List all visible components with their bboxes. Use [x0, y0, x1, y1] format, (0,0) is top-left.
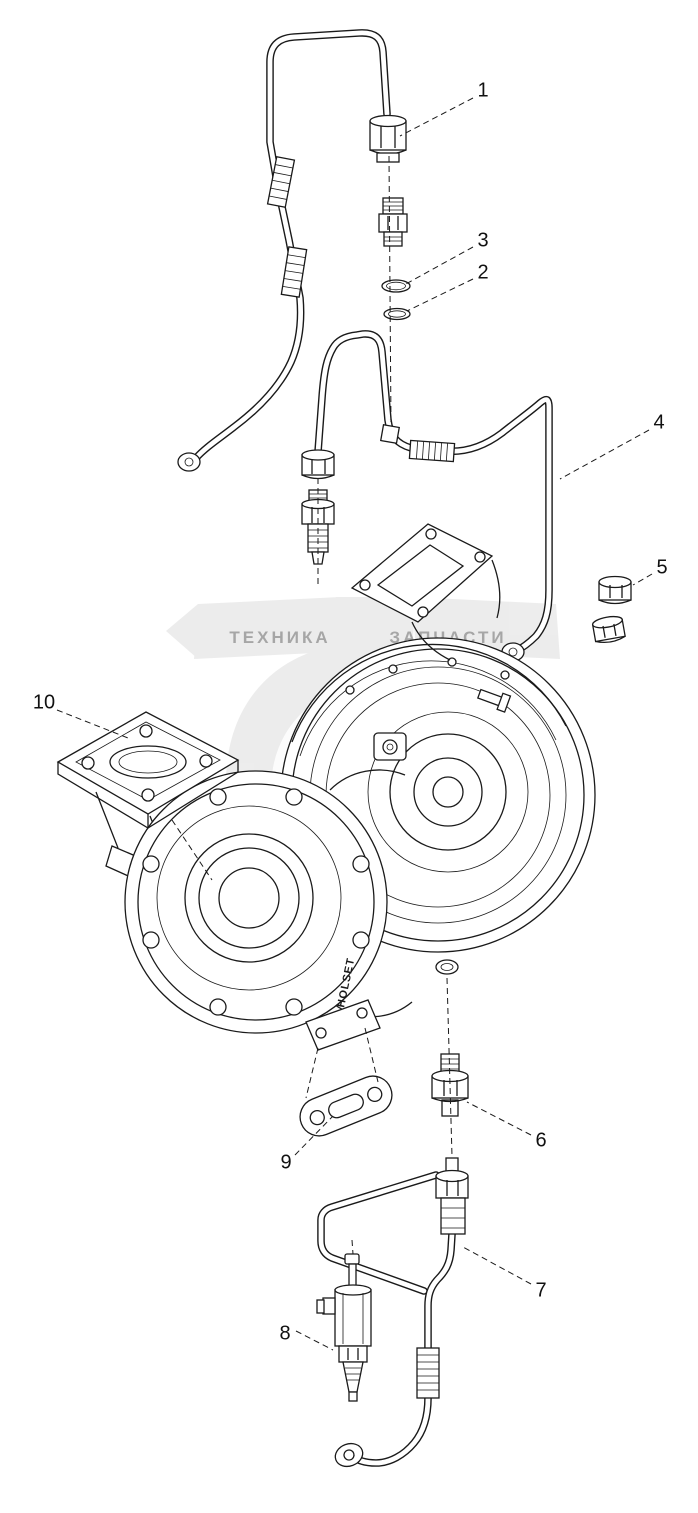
mounting-flange: [56, 711, 240, 829]
assembly-centerlines: [171, 155, 453, 1255]
return-pipe-end-flange: [334, 1442, 364, 1468]
oil-supply-pipe: [177, 33, 407, 472]
leader-line-4: [559, 429, 650, 480]
leader-line-5: [632, 573, 653, 586]
clamp-nut-upper: [598, 575, 632, 605]
drain-gasket: [299, 1075, 393, 1137]
leader-line-6: [466, 1101, 532, 1136]
return-pipe-corrugation: [416, 1347, 440, 1399]
turbine-inlet-flange: [350, 523, 501, 661]
sealing-washer-lower: [383, 307, 411, 321]
pipe-union-nut: [369, 114, 407, 163]
return-pipe-nut: [435, 1169, 469, 1199]
leader-line-1: [399, 97, 474, 137]
sealing-washer-upper: [381, 279, 411, 293]
pipe-corrugation: [408, 439, 456, 463]
oil-feed-pipe: [301, 334, 549, 662]
braided-sleeve-lower: [280, 246, 308, 298]
watermark-text-left: ТЕХНИКА: [229, 628, 330, 647]
line-art: HOLSET: [56, 33, 632, 1468]
leader-line-2: [406, 278, 474, 312]
turbocharger-body: HOLSET: [95, 523, 596, 1051]
port-o-ring: [435, 959, 459, 975]
banjo-eye: [177, 452, 201, 472]
sensor-port: [373, 732, 407, 761]
turbine-outlet-flange: [124, 770, 388, 1034]
drain-fitting: [431, 1053, 469, 1117]
watermark-ribbon-left: [194, 597, 340, 659]
leader-line-9: [294, 1115, 334, 1156]
clamp-nut-lower: [591, 615, 626, 644]
pipe-nut: [301, 449, 335, 480]
threaded-adapter: [378, 197, 408, 247]
leader-line-3: [403, 246, 474, 286]
band-t-bolt: [476, 688, 512, 713]
oil-return-pipe: [321, 1157, 469, 1468]
breather-valve: [316, 1253, 372, 1402]
return-pipe-sleeve: [440, 1197, 466, 1235]
leader-line-7: [462, 1246, 532, 1285]
oil-drain-flange: [305, 999, 381, 1051]
pipe-collar: [379, 423, 401, 445]
braided-sleeve-upper: [266, 155, 296, 209]
leader-lines: [56, 97, 653, 1351]
leader-line-10: [56, 709, 129, 739]
leader-line-8: [295, 1330, 334, 1351]
watermark-ribbon-tip: [166, 604, 198, 659]
